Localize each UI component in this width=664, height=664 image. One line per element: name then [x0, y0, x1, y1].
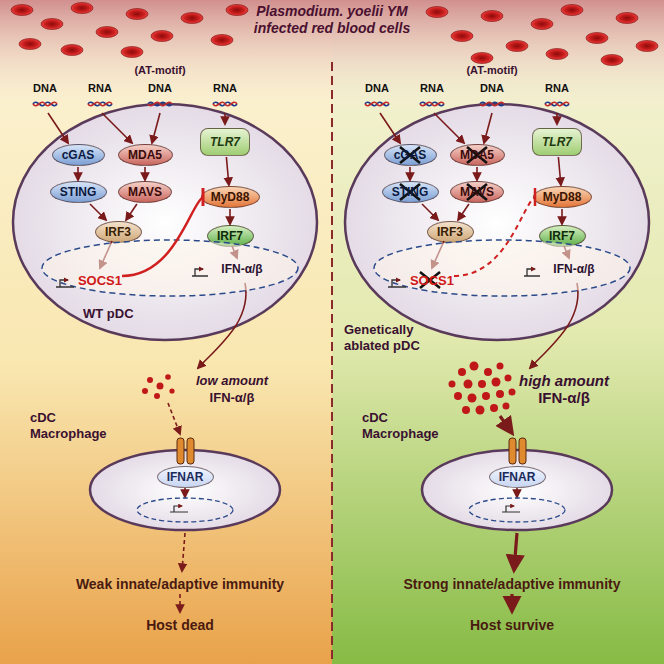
- cell-outline: [342, 100, 654, 350]
- molecule-node: STING: [382, 181, 439, 203]
- title: Plasmodium. yoelii YM infected red blood…: [252, 3, 412, 37]
- molecule-node: TLR7: [532, 128, 582, 156]
- node-label: IFNAR: [167, 470, 204, 484]
- red-blood-cells: [11, 3, 658, 66]
- edge-layer: [78, 157, 562, 224]
- cell-outline: [10, 100, 322, 350]
- gene-label: IFN-α/β: [553, 263, 594, 277]
- node-label: IRF7: [549, 229, 575, 243]
- cell: WT pDC cGAS MDA5 TLR7STING MAVS MyD88IRF3 IRF7: [10, 100, 322, 350]
- outcome-label: Strong innate/adaptive immunity: [403, 576, 620, 592]
- cell: cDC MacrophageIFNAR: [352, 408, 632, 535]
- connector: [422, 204, 438, 220]
- node-label: TLR7: [210, 135, 240, 149]
- node-label: MDA5: [460, 148, 494, 162]
- outcome-label: Weak innate/adaptive immunity: [76, 576, 284, 592]
- cell: Genetically ablated pDCcGASMDA5TLR7STING…: [342, 100, 654, 350]
- nucleic-acid: RNA: [545, 82, 569, 95]
- molecule-node: IRF3: [95, 221, 142, 243]
- outcome-label: Host survive: [470, 617, 554, 633]
- node-label: IFNAR: [499, 470, 536, 484]
- node-label: IRF3: [105, 225, 131, 239]
- nucleic-acid: RNA: [88, 82, 112, 95]
- connector: [561, 209, 563, 224]
- node-label: IRF3: [437, 225, 463, 239]
- node-label: STING: [60, 185, 97, 199]
- left-specific: [122, 188, 203, 612]
- node-label: STING: [392, 185, 429, 199]
- cytokine-label: IFN-α/β: [538, 389, 590, 406]
- cell-label: cDC Macrophage: [362, 410, 442, 442]
- connector: [558, 157, 561, 185]
- connector: [77, 167, 79, 180]
- molecule-node: MyD88: [533, 186, 592, 208]
- right-specific: [400, 147, 535, 611]
- connector: [126, 204, 137, 220]
- knockout-cross: [400, 147, 487, 288]
- motif-label: (AT-motif): [466, 64, 517, 77]
- molecule-node: MDA5: [118, 144, 173, 166]
- cell-label: Genetically ablated pDC: [344, 322, 424, 354]
- connector: [476, 167, 478, 180]
- molecule-node: MyD88: [201, 186, 260, 208]
- connector: [409, 167, 411, 180]
- node-label: TLR7: [542, 135, 572, 149]
- connector: [226, 157, 229, 185]
- gene-label: IFN-α/β: [221, 263, 262, 277]
- nucleic-acid: RNA: [420, 82, 444, 95]
- molecule-node: MAVS: [118, 181, 172, 203]
- node-label: MyD88: [543, 190, 582, 204]
- nucleic-acid: DNA: [148, 82, 172, 95]
- molecule-node: IFNAR: [489, 466, 546, 488]
- nucleic-acid: DNA: [33, 82, 57, 95]
- node-label: MyD88: [211, 190, 250, 204]
- cell-label: cDC Macrophage: [30, 410, 110, 442]
- gene-label: SOCS1: [78, 274, 122, 289]
- molecule-node: TLR7: [200, 128, 250, 156]
- node-label: cGAS: [62, 148, 95, 162]
- motif-label: (AT-motif): [134, 64, 185, 77]
- gene-label: SOCS1: [410, 274, 454, 289]
- connector: [458, 204, 469, 220]
- cell: cDC MacrophageIFNAR: [20, 408, 300, 535]
- cell-membrane: [13, 104, 317, 340]
- nucleic-acid: RNA: [213, 82, 237, 95]
- node-label: cGAS: [394, 148, 427, 162]
- nucleic-acid: DNA: [365, 82, 389, 95]
- cell-label: WT pDC: [83, 306, 134, 322]
- node-label: MAVS: [128, 185, 162, 199]
- node-label: MAVS: [460, 185, 494, 199]
- molecule-node: cGAS: [52, 144, 105, 166]
- divider: [331, 62, 333, 664]
- amount-label: high amount: [519, 372, 609, 389]
- molecule-node: IRF3: [427, 221, 474, 243]
- molecule-node: MDA5: [450, 144, 505, 166]
- amount-label: low amount: [196, 374, 268, 389]
- molecule-node: STING: [50, 181, 107, 203]
- node-label: IRF7: [217, 229, 243, 243]
- nucleic-acid: DNA: [480, 82, 504, 95]
- node-label: MDA5: [128, 148, 162, 162]
- connector: [144, 167, 146, 180]
- molecule-node: cGAS: [384, 144, 437, 166]
- outcome-label: Host dead: [146, 617, 214, 633]
- cell-membrane: [345, 104, 649, 340]
- connector: [90, 204, 106, 220]
- molecule-node: IFNAR: [157, 466, 214, 488]
- molecule-node: MAVS: [450, 181, 504, 203]
- cytokine-label: IFN-α/β: [210, 391, 255, 406]
- connector: [229, 209, 231, 224]
